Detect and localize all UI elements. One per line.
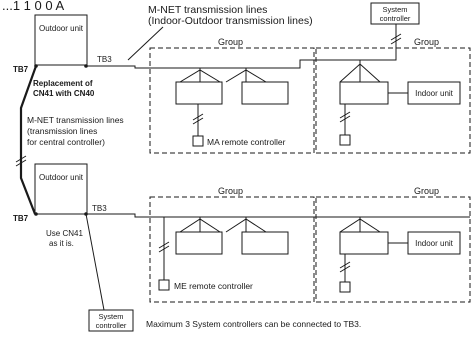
tb3-label-top: TB3 xyxy=(97,55,112,64)
mnet-line-top xyxy=(86,24,397,69)
system-controller-top xyxy=(370,2,420,25)
mnet-title-line2: (Indoor-Outdoor transmission lines) xyxy=(148,15,313,27)
system-controller-bottom-link xyxy=(85,213,105,311)
tb7-terminal-bottom xyxy=(34,212,38,216)
group-label-top-right: Group xyxy=(414,37,439,47)
mnet-callout-line xyxy=(127,26,164,61)
max-controllers-note: Maximum 3 System controllers can be conn… xyxy=(146,319,361,329)
replacement-line2: CN41 with CN40 xyxy=(33,89,95,98)
tb3-label-bottom: TB3 xyxy=(92,204,107,213)
mnet-title-line1: M-NET transmission lines xyxy=(148,4,267,16)
indoor-unit-bottom-left-1 xyxy=(175,231,223,255)
indoor-unit-top-right-2 xyxy=(407,81,461,105)
group-label-bottom-right: Group xyxy=(414,186,439,196)
header-fragment: ...1 1 0 0 A xyxy=(2,0,64,13)
central-line2: (transmission lines xyxy=(27,126,97,136)
group-box-bottom-right xyxy=(315,196,471,303)
outdoor-unit-bottom-label: Outdoor unit xyxy=(39,173,84,182)
tb7-label-bottom: TB7 xyxy=(13,214,29,223)
indoor-unit-top-right-label: Indoor unit xyxy=(415,89,454,98)
remote-controller-top-right xyxy=(339,134,351,146)
group-box-bottom-left xyxy=(149,196,315,303)
central-transmission-line xyxy=(19,65,38,215)
indoor-unit-bottom-right-2 xyxy=(407,231,461,255)
system-controller-bottom-line1: System xyxy=(98,312,123,321)
mnet-line-bottom xyxy=(86,213,470,218)
outdoor-unit-bottom xyxy=(34,163,88,215)
indoor-unit-top-left-2 xyxy=(241,81,289,105)
outdoor-unit-top xyxy=(34,14,88,66)
system-controller-top-line2: controller xyxy=(380,14,411,23)
use-cn41-line1: Use CN41 xyxy=(46,229,83,238)
ma-remote-label: MA remote controller xyxy=(207,137,286,147)
group-label-bottom-left: Group xyxy=(218,186,243,196)
indoor-unit-bottom-right-label: Indoor unit xyxy=(415,239,454,248)
tb7-label-top: TB7 xyxy=(13,65,29,74)
group-box-top-left xyxy=(149,47,315,154)
remote-controller-bottom-right xyxy=(339,281,351,293)
system-controller-top-line1: System xyxy=(382,5,407,14)
indoor-unit-bottom-right-1 xyxy=(339,231,389,255)
group-label-top-left: Group xyxy=(218,37,243,47)
indoor-unit-top-left-1 xyxy=(175,81,223,105)
replacement-line1: Replacement of xyxy=(33,79,93,88)
system-controller-bottom-line2: controller xyxy=(96,321,127,330)
indoor-unit-top-right-1 xyxy=(339,81,389,105)
use-cn41-line2: as it is. xyxy=(49,239,74,248)
outdoor-unit-top-label: Outdoor unit xyxy=(39,24,84,33)
me-remote-label: ME remote controller xyxy=(174,281,253,291)
indoor-unit-bottom-left-2 xyxy=(241,231,289,255)
ma-remote-controller xyxy=(192,135,204,147)
me-remote-controller xyxy=(158,279,170,291)
central-line3: for central controller) xyxy=(27,137,105,147)
system-controller-bottom xyxy=(88,309,134,332)
group-box-top-right xyxy=(315,47,471,154)
central-line1: M-NET transmission lines xyxy=(27,115,124,125)
